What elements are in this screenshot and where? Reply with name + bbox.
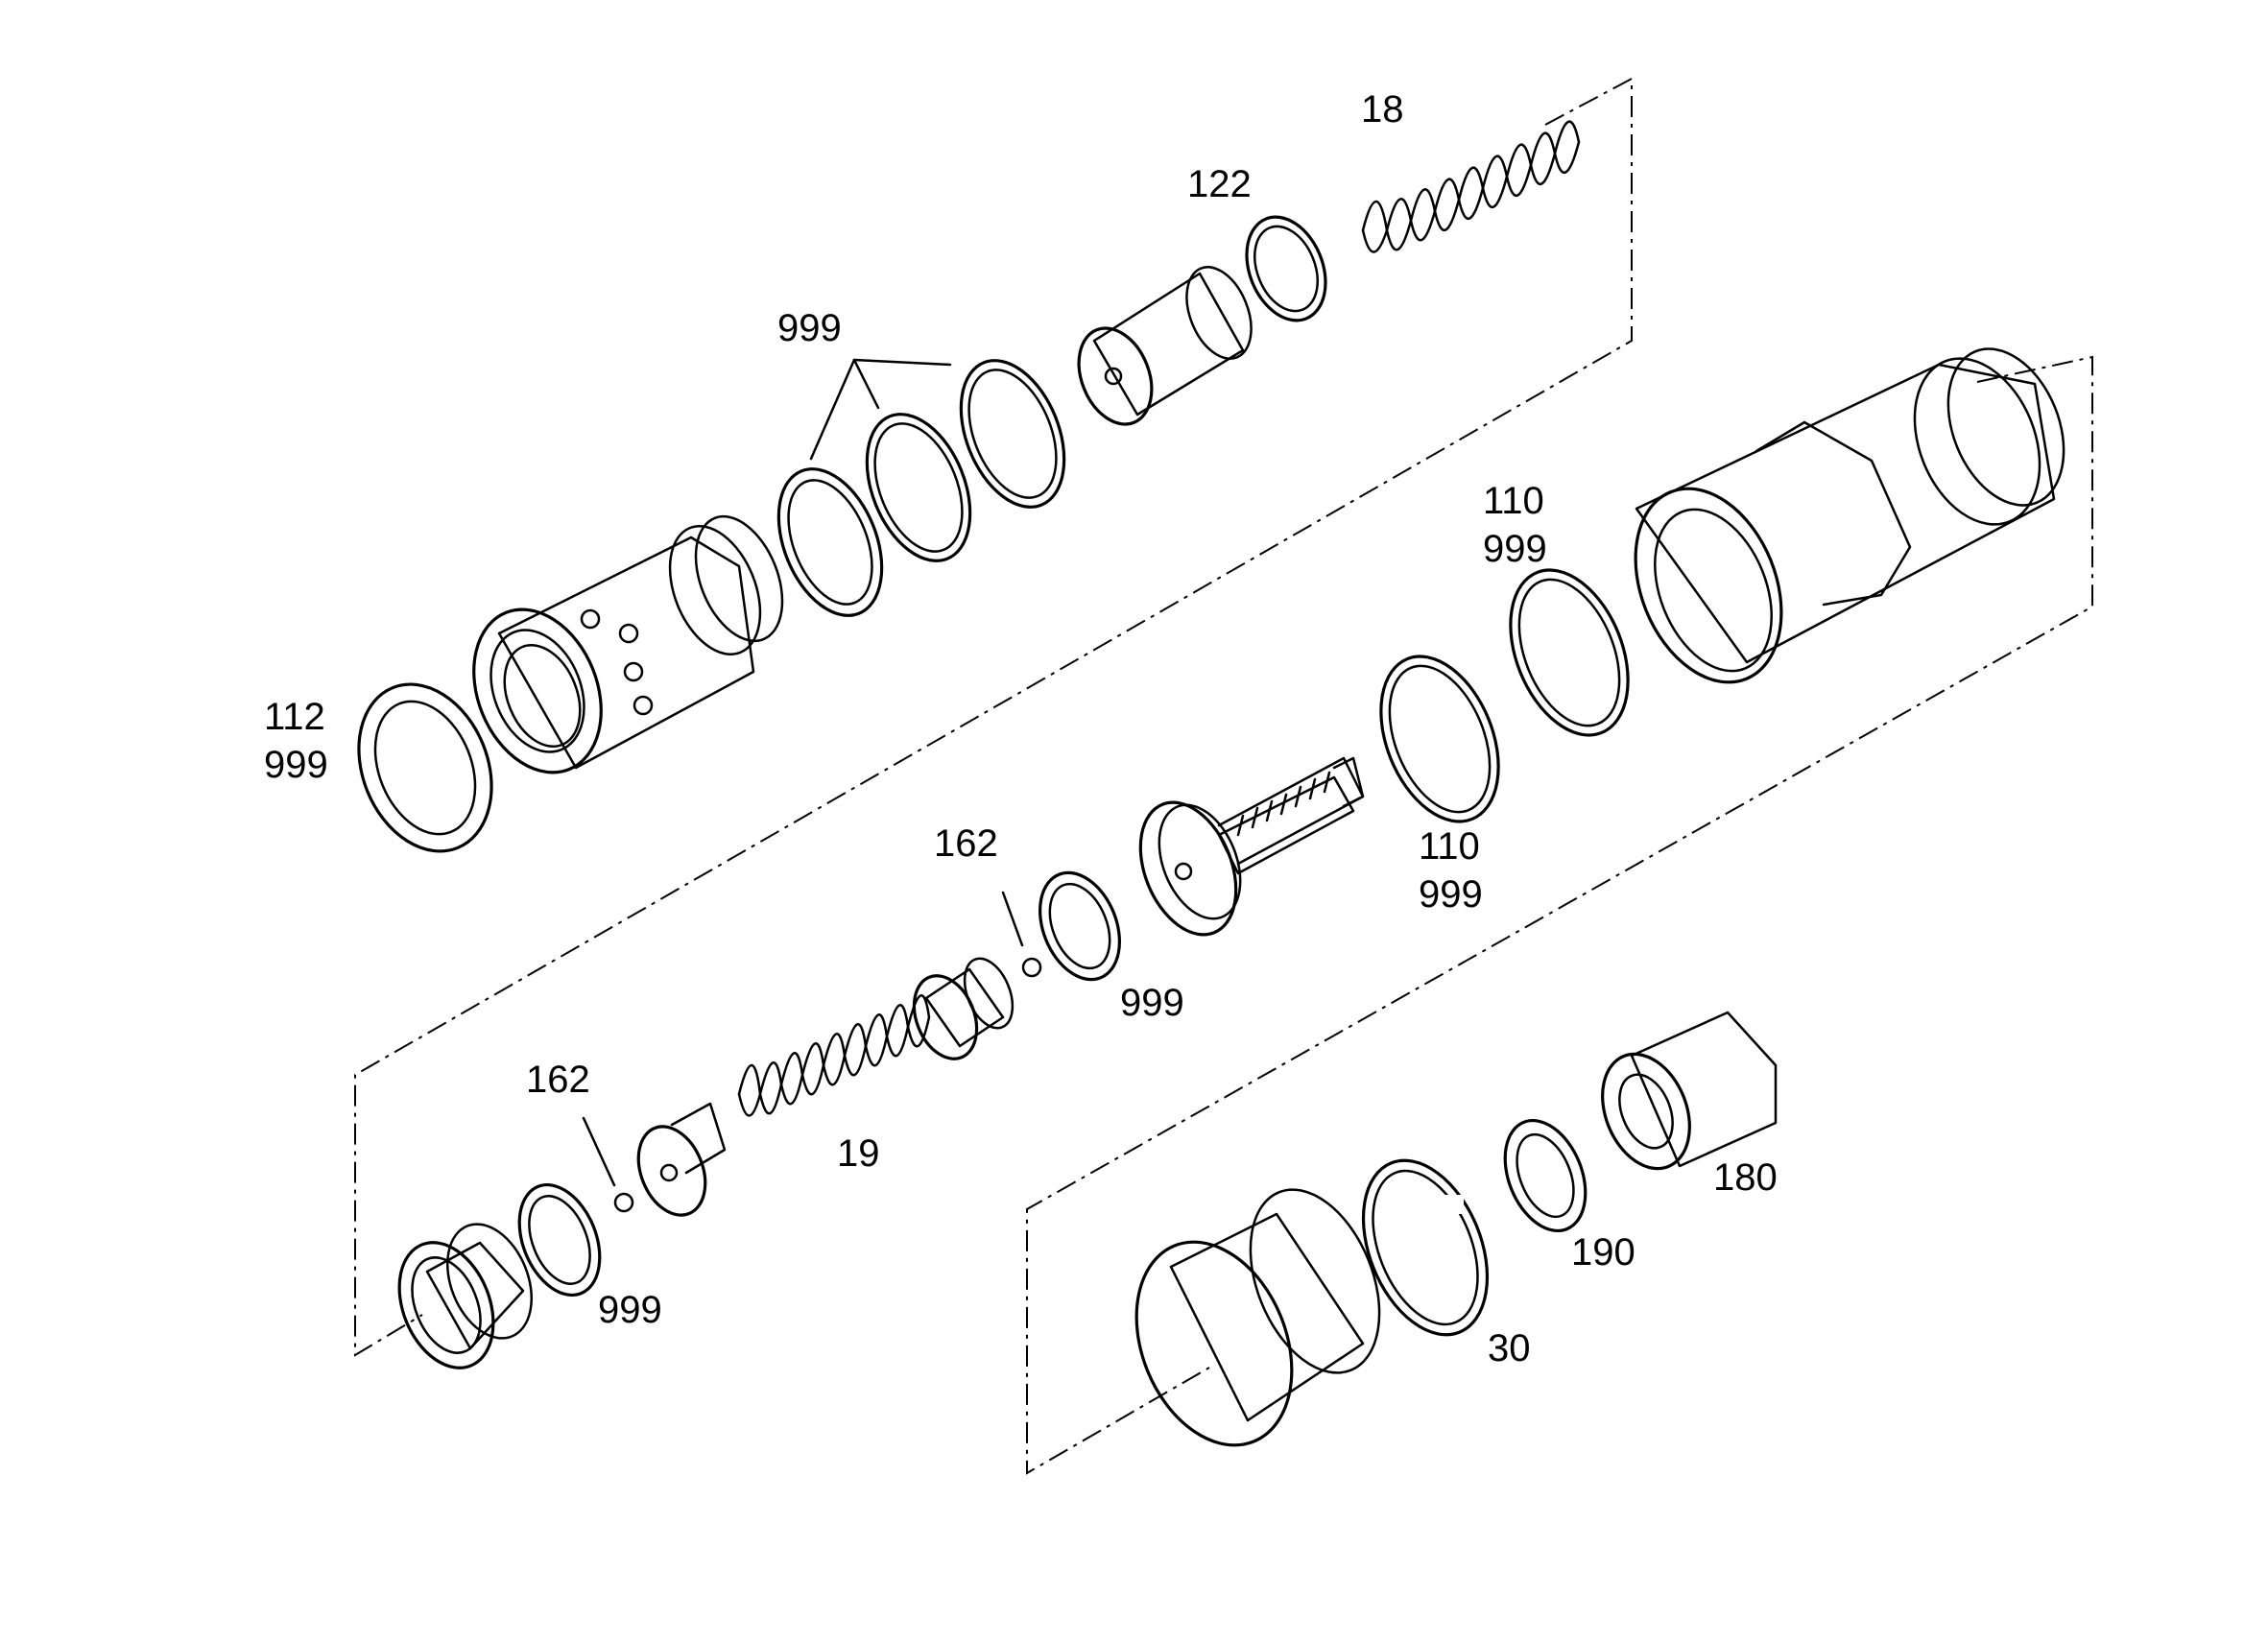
part-162-ball-lower: [582, 1116, 634, 1213]
label-190: 190: [1571, 1231, 1635, 1274]
part-112-seal-ring: [357, 682, 493, 853]
part-162-ball-upper: [1001, 891, 1042, 978]
part-190-washer: [1503, 1118, 1588, 1233]
end-cup: [1134, 1188, 1381, 1447]
label-999-low: 999: [598, 1289, 662, 1331]
label-122: 122: [1187, 163, 1252, 205]
seal-ring-999-mid: [1039, 870, 1121, 982]
assembly-axis-lines: [354, 77, 2093, 1475]
part-labels: 18 122 999 110 999 112 999 162 110 999 9…: [264, 88, 1778, 1369]
threaded-valve-stem: [1138, 756, 1365, 937]
label-110-upper: 110: [1483, 480, 1544, 522]
piston: [1077, 266, 1253, 426]
threaded-fitting-body: [1634, 347, 2065, 684]
part-122-snap-ring: [1245, 215, 1327, 322]
valve-sleeve: [472, 514, 784, 774]
part-110-seal-ring-lower: [1379, 655, 1500, 823]
part-180-hex-cap: [1601, 1011, 1778, 1171]
label-110-lower: 110: [1419, 825, 1480, 868]
part-110-seal-ring-upper: [1509, 568, 1630, 737]
label-180: 180: [1713, 1156, 1778, 1199]
part-19-spring: [737, 994, 931, 1117]
bushing: [397, 1223, 534, 1369]
label-999-top: 999: [777, 307, 842, 349]
plunger: [636, 1102, 727, 1217]
seal-ring-999-low: [517, 1182, 602, 1298]
label-999-112: 999: [264, 744, 328, 786]
label-18: 18: [1361, 88, 1404, 131]
label-19: 19: [837, 1132, 880, 1175]
seal-rings-999-top: [776, 358, 1066, 617]
label-30: 30: [1488, 1327, 1531, 1369]
part-18-spring: [1361, 120, 1581, 253]
valve-cap: [912, 957, 1015, 1060]
label-999-mid: 999: [1120, 982, 1184, 1024]
label-162-lower: 162: [526, 1059, 590, 1101]
label-999-upper: 999: [1483, 528, 1547, 570]
label-162-upper: 162: [934, 822, 998, 865]
label-999-lower: 999: [1419, 873, 1483, 916]
label-112: 112: [264, 696, 325, 738]
part-30-snap-ring: [1361, 1158, 1490, 1337]
